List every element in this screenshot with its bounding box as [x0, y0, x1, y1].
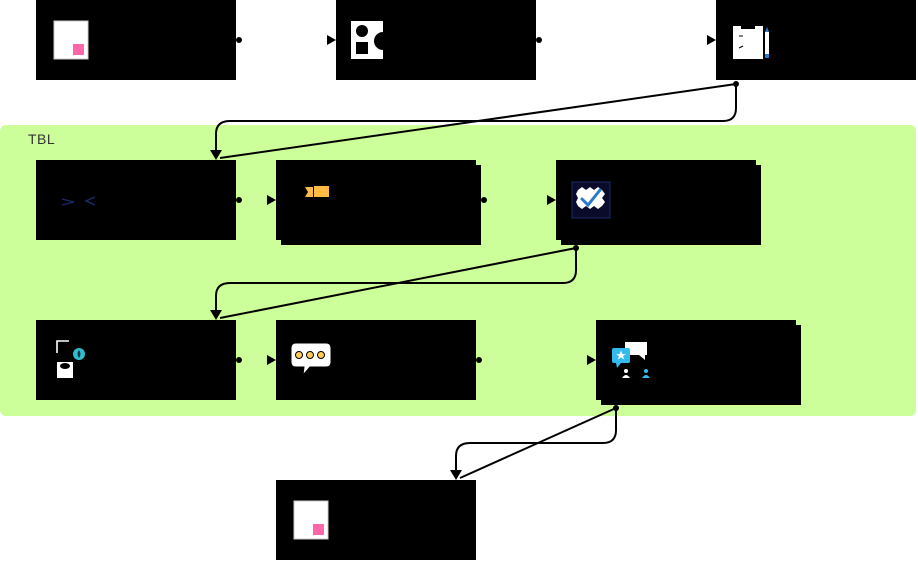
monitor-person-icon — [56, 340, 85, 378]
node-n5[interactable] — [276, 160, 481, 245]
edge-n4-n5[interactable] — [236, 195, 276, 205]
node-n2[interactable] — [336, 0, 536, 80]
document-pink-icon — [293, 500, 329, 540]
edge-n1-n2[interactable] — [236, 35, 336, 45]
edge-arrowhead — [707, 35, 716, 45]
verified-check-icon — [571, 181, 611, 219]
node-n6[interactable] — [556, 160, 761, 245]
team-chat-icon — [612, 342, 650, 378]
clipboard-pencil-icon — [733, 22, 769, 59]
edge-arrowhead — [210, 310, 222, 320]
edge-start-dot — [573, 245, 579, 251]
edge-arrowhead — [267, 195, 276, 205]
node-n7[interactable] — [36, 320, 236, 400]
node-n8[interactable] — [276, 320, 476, 400]
node-n9[interactable] — [596, 320, 801, 405]
edge-arrowhead — [587, 355, 596, 365]
node-n1[interactable] — [36, 0, 236, 80]
node-n4[interactable] — [36, 160, 236, 240]
edge-n7-n8[interactable] — [236, 355, 276, 365]
ticket-tag-icon — [305, 186, 329, 197]
edge-path-diagonal — [459, 407, 617, 479]
edge-start-dot — [481, 197, 487, 203]
edge-start-dot — [476, 357, 482, 363]
edges — [210, 35, 739, 480]
group-label: TBL — [28, 131, 55, 147]
edge-start-dot — [733, 81, 739, 87]
edge-arrowhead — [210, 150, 222, 160]
node-n10[interactable] — [276, 480, 476, 560]
edge-arrowhead — [547, 195, 556, 205]
node-n3[interactable] — [716, 0, 916, 80]
edge-start-dot — [236, 37, 242, 43]
edge-arrowhead — [327, 35, 336, 45]
shapes-icon — [351, 21, 392, 59]
edge-n6-n7[interactable] — [210, 245, 579, 320]
edge-start-dot — [536, 37, 542, 43]
edge-start-dot — [236, 197, 242, 203]
edge-start-dot — [236, 357, 242, 363]
edge-start-dot — [613, 405, 619, 411]
document-pink-icon — [53, 20, 89, 60]
edge-n8-n9[interactable] — [476, 355, 596, 365]
edge-n9-n10[interactable] — [450, 405, 619, 480]
edge-path-diagonal — [219, 83, 737, 159]
edge-arrowhead — [450, 470, 462, 480]
edge-n5-n6[interactable] — [481, 195, 556, 205]
edge-n3-n4[interactable] — [210, 81, 739, 160]
node-box[interactable] — [36, 320, 236, 400]
code-brackets-icon — [61, 196, 96, 206]
edge-path-diagonal — [219, 247, 577, 319]
edge-arrowhead — [267, 355, 276, 365]
node-box[interactable] — [276, 160, 476, 240]
edge-n2-n3[interactable] — [536, 35, 716, 45]
node-box[interactable] — [36, 160, 236, 240]
speech-bubble-dots-icon — [290, 342, 332, 377]
edge-path — [455, 408, 617, 472]
